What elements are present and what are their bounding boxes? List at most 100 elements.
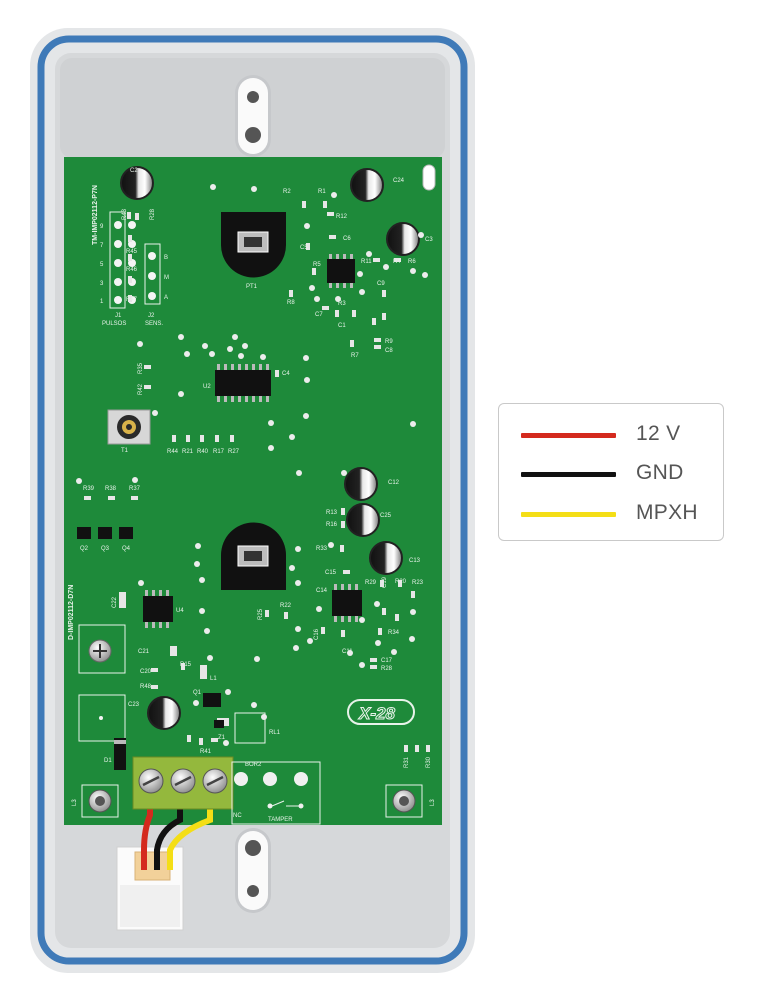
screw-l3-left — [81, 784, 119, 818]
c7-label: C7 — [315, 312, 323, 318]
tamper-label: TAMPER — [268, 817, 293, 823]
pir-sensor-bottom — [221, 522, 286, 590]
trimmer-t1 — [107, 409, 151, 445]
r48-label: R48 — [140, 684, 152, 690]
silkscreen-labels: R2 R1 R12 C6 C5 R5 R11 R4 R6 C9 R8 R3 C7… — [83, 189, 432, 768]
j2-pin-a: A — [164, 295, 168, 301]
r22-label: R22 — [280, 603, 292, 609]
capacitor-c12 — [344, 467, 378, 501]
r7-label: R7 — [351, 353, 359, 359]
r17-label: R17 — [213, 449, 225, 455]
r1-label: R1 — [318, 189, 326, 195]
capacitor-c25 — [346, 503, 380, 537]
j1-pin-5: 5 — [100, 262, 104, 268]
legend-item-mpxh: MPXH — [521, 500, 721, 528]
bor2-pad-2 — [263, 772, 277, 786]
bor2-label: BOR2 — [245, 762, 262, 768]
r5-label: R5 — [313, 262, 321, 268]
capacitor-c2 — [120, 166, 154, 200]
legend-label-mpxh: MPXH — [636, 501, 698, 524]
r40-label: R40 — [197, 449, 209, 455]
logo-text: X-28 — [358, 704, 395, 723]
r47-label: R47 — [126, 297, 138, 303]
r31-label: R31 — [404, 756, 410, 768]
r35-label: R35 — [138, 362, 144, 374]
diode-d1 — [114, 738, 126, 770]
c4-label: C4 — [282, 371, 290, 377]
r12-label: R12 — [336, 214, 348, 220]
model-side-text: D-IMP02112-D7N — [68, 585, 75, 640]
legend-swatch-red — [521, 433, 616, 438]
r41-label: R41 — [200, 749, 212, 755]
c21-label: C21 — [138, 649, 150, 655]
rl1-label: RL1 — [269, 730, 281, 736]
transistor-q1 — [203, 693, 221, 707]
capacitor-c23 — [147, 696, 181, 730]
top-mount-slot — [235, 75, 271, 157]
r30-label: R30 — [426, 756, 432, 768]
c24-label: C24 — [393, 178, 405, 184]
t1-label: T1 — [121, 448, 129, 454]
l3-label-left: L3 — [72, 799, 78, 806]
bor2-pad-3 — [294, 772, 308, 786]
case-blue-rim — [37, 35, 468, 965]
r34-label: R34 — [388, 630, 400, 636]
r6-label: R6 — [408, 259, 416, 265]
model-top-text: TM-IMP02112-P7N — [92, 185, 99, 245]
c12-label: C12 — [388, 480, 400, 486]
bottom-mount-slot — [235, 828, 271, 913]
c15-label: C15 — [325, 570, 337, 576]
j1-pin-9: 9 — [100, 224, 104, 230]
d1-label: D1 — [104, 758, 112, 764]
l1-label: L1 — [210, 676, 217, 682]
r20-label: R20 — [395, 579, 407, 585]
c11-label: C11 — [342, 649, 353, 655]
q3-label: Q3 — [101, 546, 110, 552]
zener-z1 — [214, 720, 224, 728]
u4-label: U4 — [176, 608, 184, 614]
r8-label: R8 — [287, 300, 295, 306]
c16-label: C16 — [314, 628, 320, 640]
bor2-pad-1 — [234, 772, 248, 786]
r23-label: R23 — [412, 580, 424, 586]
c3-label: C3 — [425, 237, 433, 243]
c17-label: C17 — [381, 658, 393, 664]
cable-connector — [116, 846, 184, 931]
j1-label: J1 — [115, 313, 122, 319]
screw-left — [78, 624, 126, 674]
c1-label: C1 — [338, 323, 346, 329]
r15-label: R15 — [180, 662, 192, 668]
legend-swatch-yellow — [521, 512, 616, 517]
vias — [76, 184, 428, 746]
q1-label: Q1 — [193, 690, 202, 696]
r42-label: R42 — [138, 383, 144, 395]
transistors-q2-q4 — [77, 527, 133, 539]
j1-pin-3: 3 — [100, 281, 104, 287]
led — [422, 164, 436, 191]
capacitor-c24 — [350, 168, 384, 202]
r28b-label: R28 — [381, 666, 393, 672]
terminal-block — [132, 756, 234, 810]
r13-label: R13 — [326, 510, 338, 516]
r11-label: R11 — [361, 259, 372, 265]
c5-label: C5 — [300, 245, 308, 251]
header-j2 — [144, 243, 161, 305]
ic-bottom-right — [332, 584, 362, 622]
wire-red — [141, 780, 153, 870]
j2-label: J2 — [148, 313, 155, 319]
j1-name: PULSOS — [102, 321, 126, 327]
r33-label: R33 — [316, 546, 328, 552]
pad-box — [78, 694, 126, 742]
c22-label: C22 — [112, 596, 118, 608]
ic-u4 — [143, 590, 173, 628]
r44-label: R44 — [167, 449, 179, 455]
r28-label: R28 — [150, 208, 156, 220]
l3-label-right: L3 — [430, 799, 436, 806]
r21-label: R21 — [182, 449, 194, 455]
capacitor-c3 — [386, 222, 420, 256]
r37-label: R37 — [129, 486, 141, 492]
c14-label: C14 — [316, 588, 328, 594]
r43-label: R43 — [122, 208, 128, 220]
wire-legend: 12 V GND MPXH — [498, 403, 724, 541]
j1-pin-1: 1 — [100, 299, 104, 305]
